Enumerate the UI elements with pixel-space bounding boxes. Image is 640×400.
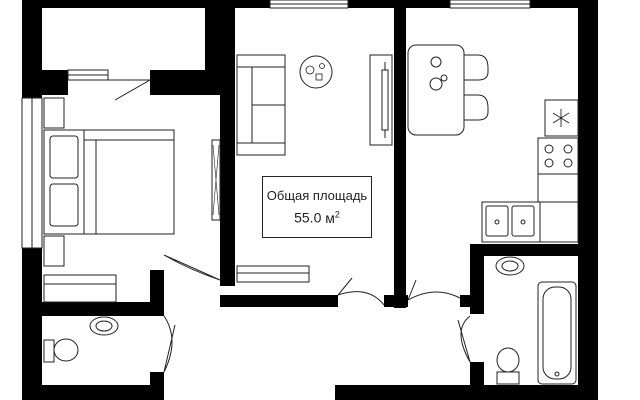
wall-living-bottom xyxy=(220,295,338,307)
door-bathroom xyxy=(457,315,471,363)
chair-bottom xyxy=(463,94,489,121)
sofa-arm-bottom xyxy=(236,142,286,156)
stove xyxy=(537,137,579,175)
total-area-title: Общая площадь xyxy=(266,188,368,204)
wall-bottom-right xyxy=(335,385,598,400)
wall-bath-left xyxy=(470,244,484,314)
coffee-table xyxy=(299,55,333,89)
bath-toilet xyxy=(496,347,520,373)
wall-right xyxy=(578,0,598,400)
windows xyxy=(21,0,531,249)
nightstand-bottom xyxy=(43,235,65,267)
counter xyxy=(537,173,579,203)
balcony-wall-left xyxy=(22,0,42,80)
sofa-back xyxy=(236,54,253,156)
living-furniture xyxy=(236,54,393,283)
door-kitchen xyxy=(407,279,461,301)
wall-toilet-right-low xyxy=(150,372,164,400)
sofa-arm-top xyxy=(236,54,286,68)
total-area-value-line: 55.0 м2 xyxy=(294,205,340,228)
bathroom-fixtures xyxy=(495,256,577,385)
dishes-icon xyxy=(305,63,325,81)
snowflake-burner-icon xyxy=(552,109,570,127)
wall-top-right xyxy=(530,0,598,8)
walls xyxy=(22,0,598,400)
tv xyxy=(381,69,389,131)
wall-top-mid xyxy=(348,0,450,8)
pillow-top xyxy=(49,135,79,179)
door-living xyxy=(337,277,385,306)
doors xyxy=(108,79,471,373)
toilet-fixtures xyxy=(43,316,119,363)
total-area-unit: м2 xyxy=(325,209,340,226)
wall-bottom-left xyxy=(22,385,160,400)
kitchen-furniture xyxy=(407,44,579,243)
wall-kitchen-bottom-a xyxy=(384,295,408,307)
toilet xyxy=(53,338,79,362)
nightstand-top xyxy=(43,97,65,129)
door-balcony xyxy=(108,79,151,101)
door-toilet xyxy=(163,315,176,373)
wall-bedroom-living xyxy=(220,28,235,286)
wall-top-left xyxy=(22,0,270,8)
bedroom-shelf xyxy=(43,274,117,303)
wall-living-kitchen xyxy=(394,8,406,308)
wall-bath-top xyxy=(470,244,598,256)
door-bedroom xyxy=(163,254,221,281)
balcony-floor-left xyxy=(22,70,68,95)
counter-right xyxy=(539,201,579,243)
tv-stand xyxy=(369,54,393,146)
chair-top xyxy=(463,54,489,81)
total-area-value: 55.0 xyxy=(294,209,322,226)
pillow-bottom xyxy=(49,183,79,227)
living-bench xyxy=(236,265,310,283)
wall-bath-left-low xyxy=(470,362,484,400)
total-area-label: Общая площадь 55.0 м2 xyxy=(262,176,372,238)
wall-toilet-right xyxy=(150,270,164,316)
wall-bedroom-bottom xyxy=(42,302,164,316)
bedroom-furniture xyxy=(43,97,221,303)
